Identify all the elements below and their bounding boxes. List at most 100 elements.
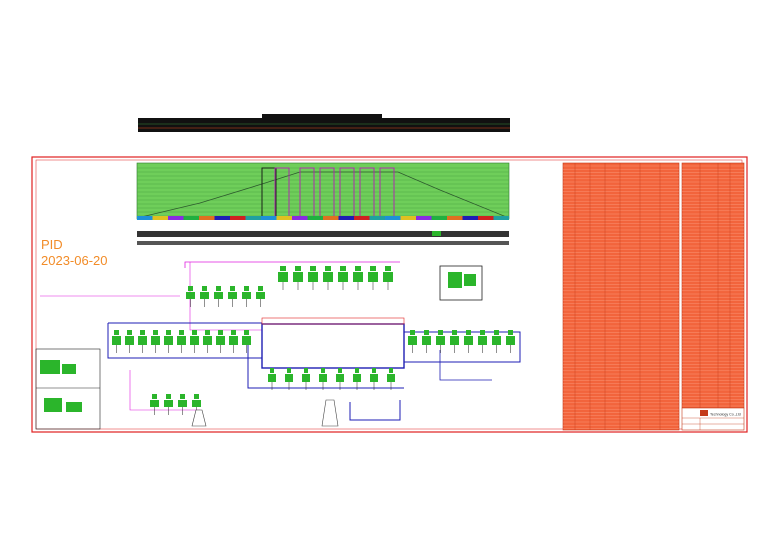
drum-equipment — [285, 374, 293, 382]
company-logo-icon — [700, 410, 708, 416]
pipe-line — [189, 262, 262, 331]
drum-equipment — [336, 374, 344, 382]
exchanger-equipment-tag — [244, 330, 249, 335]
exchanger-equipment — [151, 336, 160, 345]
equipment-row-lower — [150, 368, 395, 415]
exchanger-equipment-tag — [218, 330, 223, 335]
elevation-strip — [138, 114, 510, 132]
exchanger-equipment-tag — [153, 330, 158, 335]
profile-background — [136, 162, 510, 220]
color-key-swatch — [276, 216, 292, 220]
column-equipment — [368, 272, 378, 282]
elevation-strip-band — [138, 118, 510, 132]
sheet-date: 2023-06-20 — [41, 253, 108, 268]
drum-equipment — [319, 374, 327, 382]
pump-equipment — [200, 292, 209, 299]
drum-equipment — [353, 374, 361, 382]
column-equipment — [383, 272, 393, 282]
exchanger-equipment — [203, 336, 212, 345]
column-equipment — [338, 272, 348, 282]
column-equipment — [308, 272, 318, 282]
column-equipment-tag — [370, 266, 376, 271]
pump-equipment — [150, 400, 159, 407]
process-unit-box — [261, 323, 405, 369]
drawing-frame-outer — [31, 156, 748, 433]
exchanger-equipment — [506, 336, 515, 345]
drum-equipment-tag — [270, 368, 274, 373]
pump-equipment-tag — [230, 286, 235, 291]
exchanger-equipment — [492, 336, 501, 345]
color-key-swatch — [478, 216, 494, 220]
exchanger-equipment-tag — [166, 330, 171, 335]
exchanger-equipment — [229, 336, 238, 345]
color-key-swatch — [168, 216, 184, 220]
pipe-line — [184, 261, 400, 268]
exchanger-equipment — [112, 336, 121, 345]
color-key-swatch — [245, 216, 261, 220]
exchanger-equipment — [464, 336, 473, 345]
exchanger-equipment — [216, 336, 225, 345]
color-key-swatch — [416, 216, 432, 220]
pipe-line — [349, 400, 401, 421]
exchanger-equipment-tag — [127, 330, 132, 335]
drum-equipment-tag — [389, 368, 393, 373]
column-equipment — [293, 272, 303, 282]
exchanger-equipment — [177, 336, 186, 345]
color-key-swatch — [261, 216, 277, 220]
drum-equipment — [387, 374, 395, 382]
exchanger-equipment-tag — [192, 330, 197, 335]
exchanger-equipment-tag — [494, 330, 499, 335]
exchanger-equipment-tag — [452, 330, 457, 335]
pump-equipment-tag — [166, 394, 171, 399]
legend-strip-2 — [137, 241, 509, 245]
detail-box — [35, 348, 101, 430]
drum-equipment-tag — [338, 368, 342, 373]
column-equipment-tag — [280, 266, 286, 271]
equipment-row-middle — [112, 330, 515, 353]
drum-equipment — [370, 374, 378, 382]
drum-equipment-tag — [355, 368, 359, 373]
detail-equipment — [62, 364, 76, 374]
color-key-swatch — [493, 216, 509, 220]
exchanger-equipment — [436, 336, 445, 345]
color-key-swatch — [462, 216, 478, 220]
exchanger-equipment — [125, 336, 134, 345]
column-equipment-tag — [340, 266, 346, 271]
pump-equipment — [228, 292, 237, 299]
reactor-equipment — [448, 272, 462, 288]
color-key-swatch — [385, 216, 401, 220]
column-equipment — [323, 272, 333, 282]
exchanger-equipment-tag — [508, 330, 513, 335]
pump-equipment-tag — [194, 394, 199, 399]
color-key-swatch — [230, 216, 246, 220]
reactor-box — [439, 265, 483, 301]
pump-equipment-tag — [152, 394, 157, 399]
pump-equipment — [192, 400, 201, 407]
pump-equipment-tag — [216, 286, 221, 291]
exchanger-equipment-tag — [438, 330, 443, 335]
pipe-line — [247, 336, 404, 389]
pump-equipment — [164, 400, 173, 407]
column-equipment-tag — [355, 266, 361, 271]
exchanger-equipment — [242, 336, 251, 345]
color-key-swatch — [447, 216, 463, 220]
company-name: Technology Co.,Ltd — [710, 413, 741, 417]
exchanger-equipment-tag — [205, 330, 210, 335]
exchanger-equipment — [450, 336, 459, 345]
color-key-swatch — [137, 216, 153, 220]
detail-equipment — [44, 398, 62, 412]
color-key-swatch — [214, 216, 230, 220]
equipment-list-table — [562, 162, 745, 431]
pump-equipment-tag — [188, 286, 193, 291]
process-unit-header — [261, 317, 405, 325]
detail-equipment — [66, 402, 82, 412]
exchanger-equipment — [408, 336, 417, 345]
exchanger-equipment — [478, 336, 487, 345]
pump-equipment-tag — [244, 286, 249, 291]
elevation-strip-tower — [262, 114, 382, 120]
exchanger-equipment — [422, 336, 431, 345]
pipe-line — [404, 331, 521, 363]
detail-equipment — [40, 360, 60, 374]
color-key-swatch — [400, 216, 416, 220]
